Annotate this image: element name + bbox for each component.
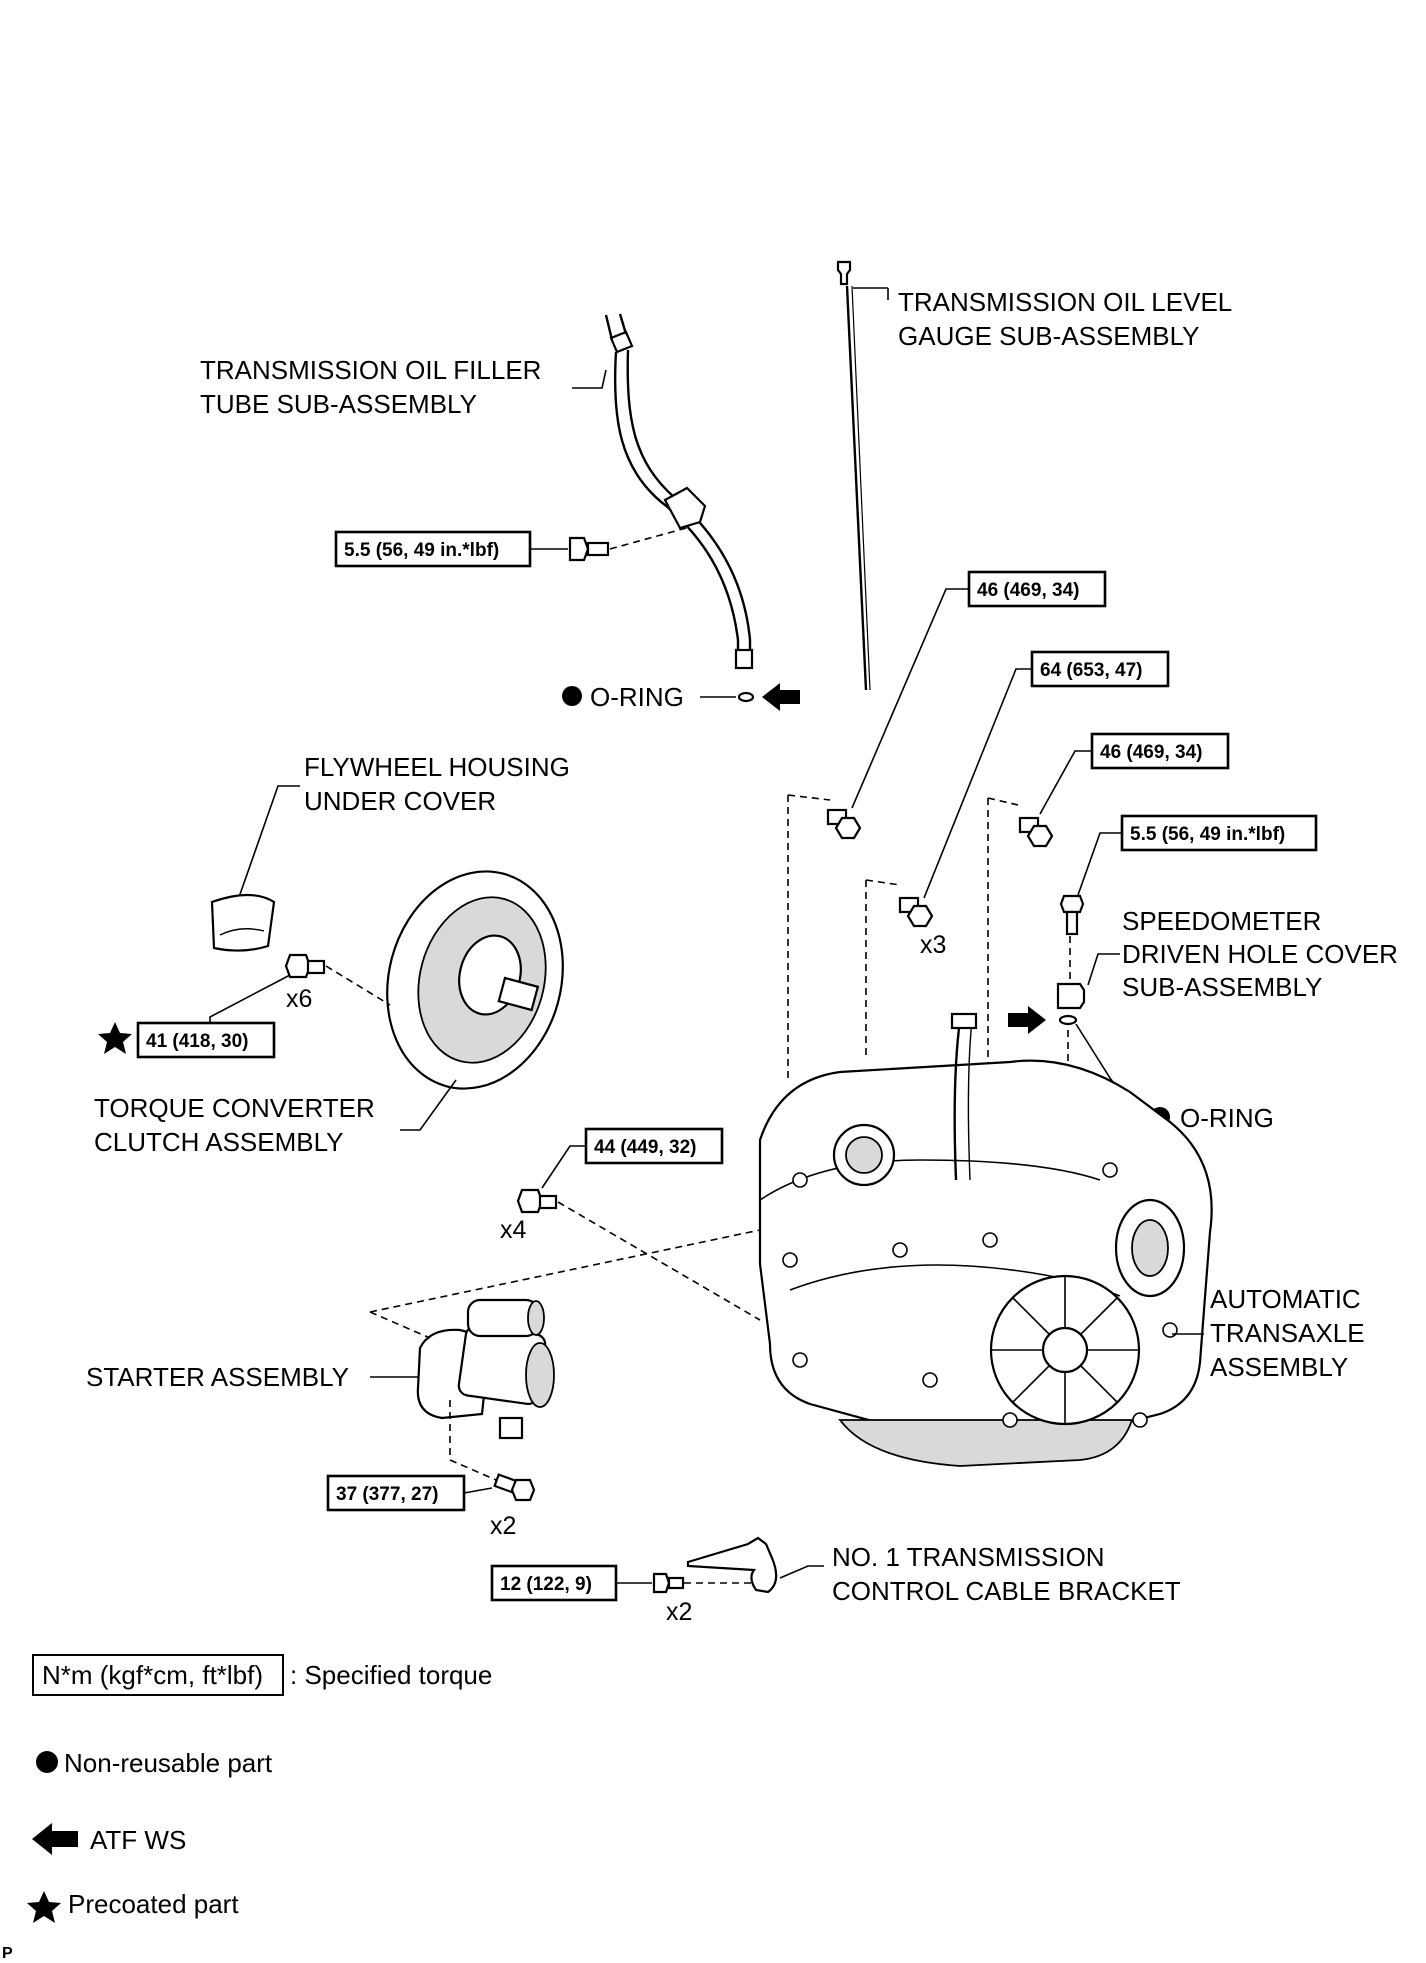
torque-speedometer: 5.5 (56, 49 in.*lbf) [1130, 824, 1285, 845]
filler-tube-label-line2: TUBE SUB-ASSEMBLY [200, 389, 477, 419]
torque-filler-tube: 5.5 (56, 49 in.*lbf) [344, 540, 499, 561]
oring-top-label: O-RING [590, 682, 684, 712]
flywheel-cover-label-line1: FLYWHEEL HOUSING [304, 752, 570, 782]
atf-arrow-icon [32, 1823, 78, 1855]
torque-converter-part [386, 870, 564, 1090]
legend-precoated: Precoated part [68, 1889, 239, 1919]
torque-converter-label-line2: CLUTCH ASSEMBLY [94, 1127, 343, 1157]
control-cable-bracket-part [686, 1536, 778, 1594]
hex-bolt-icon [898, 896, 934, 928]
side-bolts-quantity: x4 [500, 1216, 527, 1244]
legend-non-reusable: Non-reusable part [64, 1748, 273, 1778]
torque-bracket-bolts: 12 (122, 9) [500, 1574, 592, 1595]
transaxle-label-line2: TRANSAXLE [1210, 1318, 1365, 1348]
transaxle-label-line1: AUTOMATIC [1210, 1284, 1361, 1314]
oring-right-label: O-RING [1180, 1103, 1274, 1133]
bracket-label-line1: NO. 1 TRANSMISSION [832, 1542, 1105, 1572]
oil-gauge-label-line2: GAUGE SUB-ASSEMBLY [898, 321, 1200, 351]
starter-label: STARTER ASSEMBLY [86, 1362, 349, 1392]
o-ring-top-part [737, 691, 755, 703]
legend-torque-box [32, 1654, 284, 1696]
non-reusable-circle-icon [562, 686, 582, 706]
speedometer-label-line3: SUB-ASSEMBLY [1122, 972, 1322, 1002]
atf-arrow-icon [762, 683, 800, 711]
hex-bolt-icon [284, 953, 326, 979]
o-ring-right-part [1058, 1014, 1078, 1026]
star-icon [98, 1022, 132, 1054]
torque-box-upper-b [1030, 650, 1170, 688]
bracket-bolts-quantity: x2 [666, 1598, 692, 1626]
bracket-label-line2: CONTROL CABLE BRACKET [832, 1576, 1181, 1606]
hex-bolt-icon [826, 808, 862, 840]
oil-level-gauge-part [836, 260, 871, 691]
hex-bolt-icon [1059, 894, 1085, 936]
legend-atf: ATF WS [90, 1825, 186, 1855]
torque-converter-label-line1: TORQUE CONVERTER [94, 1093, 375, 1123]
torque-upper-c: 46 (469, 34) [1100, 742, 1202, 763]
hex-bolt-icon [568, 536, 610, 562]
oil-gauge-label-line1: TRANSMISSION OIL LEVEL [898, 287, 1232, 317]
filler-tube-label-line1: TRANSMISSION OIL FILLER [200, 355, 541, 385]
legend: N*m (kgf*cm, ft*lbf) : Specified torque … [27, 1654, 492, 1923]
legend-torque-text: : Specified torque [290, 1660, 492, 1690]
transaxle-label-line3: ASSEMBLY [1210, 1352, 1348, 1382]
torque-upper-b: 64 (653, 47) [1040, 660, 1142, 681]
converter-bolts-quantity: x6 [286, 985, 312, 1013]
torque-side-bolts: 44 (449, 32) [594, 1137, 696, 1158]
atf-arrow-icon [1008, 1006, 1046, 1034]
speedometer-label-line1: SPEEDOMETER [1122, 906, 1321, 936]
torque-box-converter [136, 1021, 276, 1059]
flywheel-cover-label-line2: UNDER COVER [304, 786, 496, 816]
speedometer-cover-part [1056, 982, 1086, 1010]
torque-starter-bolts: 37 (377, 27) [336, 1484, 438, 1505]
star-icon [27, 1891, 61, 1923]
torque-box-starter [326, 1474, 466, 1512]
upper-b-quantity: x3 [920, 931, 946, 959]
torque-box-side [584, 1127, 724, 1165]
flywheel-cover-part [210, 893, 276, 952]
starter-bolts-quantity: x2 [490, 1512, 516, 1540]
torque-upper-a: 46 (469, 34) [977, 580, 1079, 601]
legend-torque-units: N*m (kgf*cm, ft*lbf) [42, 1660, 263, 1690]
corner-mark: P [2, 1945, 13, 1962]
hex-bolt-icon [652, 1572, 685, 1594]
torque-converter-bolts: 41 (418, 30) [146, 1031, 248, 1052]
starter-part [416, 1298, 555, 1440]
transaxle-part [758, 1012, 1213, 1467]
speedometer-label-line2: DRIVEN HOLE COVER [1122, 939, 1398, 969]
torque-box-upper-a [967, 570, 1107, 608]
hex-bolt-icon [1018, 816, 1054, 848]
hex-bolt-icon [516, 1188, 558, 1214]
hex-bolt-icon [493, 1473, 536, 1502]
non-reusable-circle-icon [36, 1751, 58, 1773]
oil-filler-tube-part [604, 313, 754, 670]
